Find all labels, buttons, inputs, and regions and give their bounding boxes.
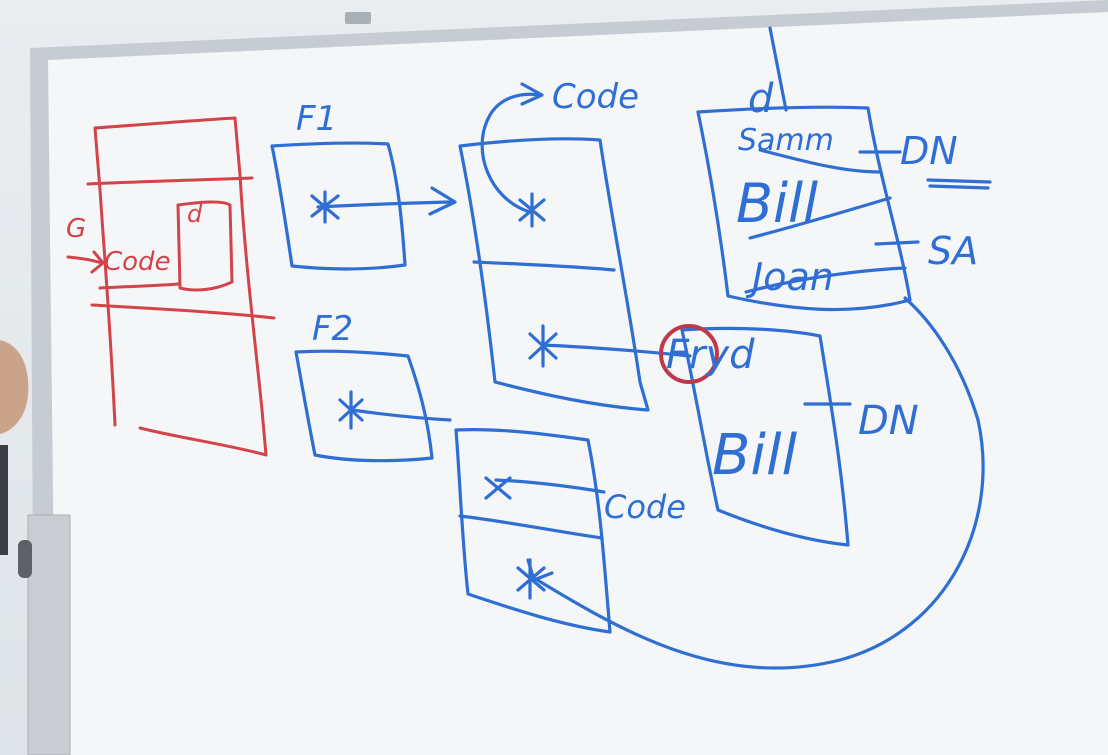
- global-memory-sketch: [66, 116, 276, 457]
- label-sa: SA: [928, 229, 978, 273]
- label-g: G: [66, 214, 86, 244]
- label-f1: F1: [296, 99, 337, 139]
- label-d-top: d: [748, 76, 774, 122]
- label-dn-top: DN: [900, 129, 958, 173]
- label-f2: F2: [312, 309, 353, 349]
- frames-and-heap-sketch: [270, 26, 992, 670]
- label-fryd: Fryd: [666, 332, 755, 378]
- label-bill-top: Bill: [736, 172, 818, 235]
- label-samm: Samm: [738, 123, 834, 158]
- label-d-red: d: [187, 200, 203, 228]
- label-code-red: Code: [104, 247, 171, 277]
- highlight-circle: [659, 324, 719, 384]
- label-code-top: Code: [552, 77, 639, 117]
- label-dn-bottom: DN: [858, 398, 919, 444]
- label-code-bottom: Code: [604, 488, 686, 526]
- label-bill-bottom: Bill: [712, 423, 798, 488]
- label-joan: Joan: [745, 255, 834, 299]
